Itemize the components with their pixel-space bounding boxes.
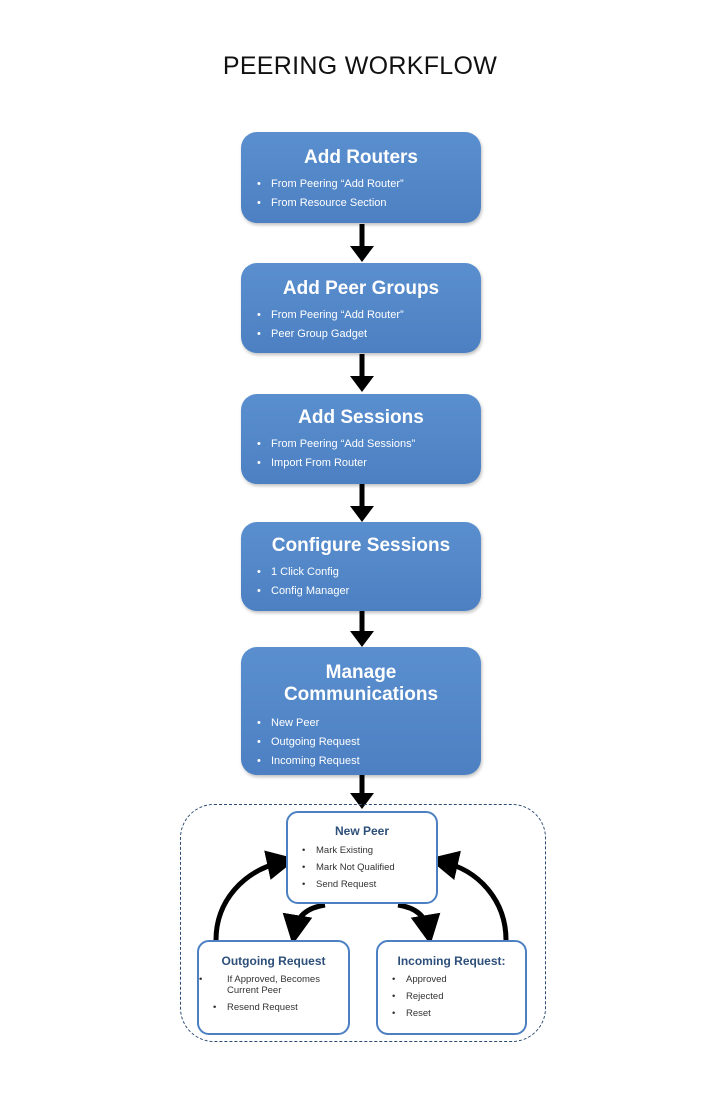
curved-arrow-icon: [428, 850, 509, 941]
box-item: Mark Existing: [302, 842, 428, 859]
down-arrow-icon: [350, 775, 374, 809]
step-item: Outgoing Request: [257, 733, 481, 752]
down-arrow-icon: [350, 611, 374, 647]
step-item: Peer Group Gadget: [257, 325, 481, 344]
box-item: If Approved, Becomes Current Peer: [213, 971, 340, 999]
step-item: From Peering “Add Router”: [257, 306, 481, 325]
box-item: Rejected: [392, 988, 517, 1005]
step-item: Import From Router: [257, 454, 481, 473]
step-manage-communications: Manage Communications New Peer Outgoing …: [241, 647, 481, 775]
box-item: Resend Request: [213, 999, 340, 1016]
box-item: Send Request: [302, 876, 428, 893]
step-heading: Add Routers: [304, 147, 418, 168]
down-arrow-icon: [350, 354, 374, 392]
step-item: From Peering “Add Router”: [257, 175, 481, 194]
step-heading: Add Peer Groups: [282, 278, 440, 299]
box-heading: Incoming Request:: [397, 954, 506, 968]
step-item: New Peer: [257, 714, 481, 733]
curved-arrow-icon: [213, 850, 297, 941]
incoming-request-box: Incoming Request: Approved Rejected Rese…: [376, 940, 527, 1035]
step-heading-line2: Communications: [283, 684, 439, 705]
cycle-container: [180, 804, 546, 1042]
step-add-routers: Add Routers From Peering “Add Router” Fr…: [241, 132, 481, 223]
box-item: Reset: [392, 1005, 517, 1022]
box-item: Approved: [392, 971, 517, 988]
new-peer-box: New Peer Mark Existing Mark Not Qualifie…: [286, 811, 438, 904]
outgoing-request-box: Outgoing Request If Approved, Becomes Cu…: [197, 940, 350, 1035]
step-item: From Peering “Add Sessions”: [257, 435, 481, 454]
step-item: 1 Click Config: [257, 563, 481, 582]
step-item: From Resource Section: [257, 194, 481, 213]
step-add-sessions: Add Sessions From Peering “Add Sessions”…: [241, 394, 481, 484]
page-title: PEERING WORKFLOW: [222, 52, 498, 80]
step-heading: Add Sessions: [298, 407, 424, 428]
step-item: Config Manager: [257, 582, 481, 601]
step-add-peer-groups: Add Peer Groups From Peering “Add Router…: [241, 263, 481, 353]
step-item: Incoming Request: [257, 752, 481, 771]
step-heading: Configure Sessions: [271, 535, 451, 556]
box-heading: Outgoing Request: [221, 954, 326, 968]
down-arrow-icon: [350, 484, 374, 522]
step-heading: Manage: [325, 662, 397, 683]
step-configure-sessions: Configure Sessions 1 Click Config Config…: [241, 522, 481, 611]
down-arrow-icon: [350, 224, 374, 262]
box-heading: New Peer: [334, 824, 390, 838]
box-item: Mark Not Qualified: [302, 859, 428, 876]
curved-arrow-icon: [397, 902, 441, 945]
curved-arrow-icon: [282, 902, 326, 945]
